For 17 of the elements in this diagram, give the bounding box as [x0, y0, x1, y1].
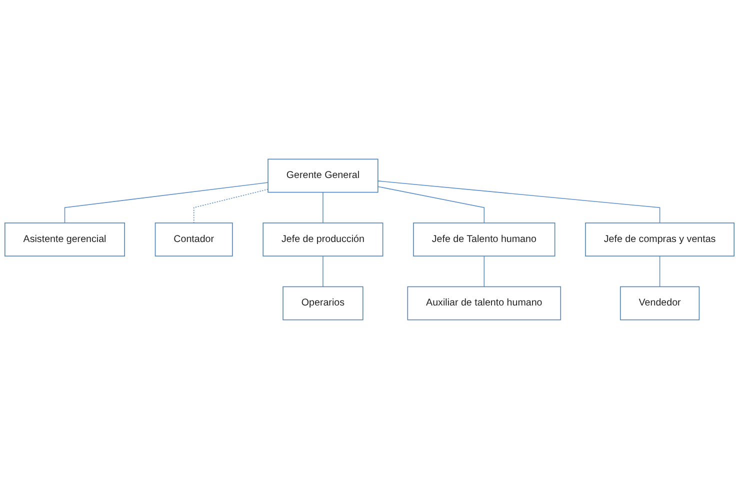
connector — [64, 182, 268, 224]
node-box: Gerente General — [268, 158, 378, 193]
node-box: Contador — [154, 222, 233, 256]
node-box: Vendedor — [620, 286, 700, 320]
connector — [378, 180, 660, 224]
connector — [322, 256, 324, 288]
node-box: Jefe de compras y ventas — [585, 222, 734, 256]
node-box: Auxiliar de talento humano — [407, 286, 562, 320]
connector — [322, 192, 324, 224]
connector — [378, 186, 485, 224]
node-box: Asistente gerencial — [4, 222, 125, 256]
connector — [484, 256, 485, 288]
connector — [193, 188, 268, 224]
node-box: Operarios — [282, 286, 364, 320]
node-box: Jefe de Talento humano — [413, 222, 556, 256]
node-box: Jefe de producción — [262, 222, 384, 256]
connector — [659, 256, 660, 288]
